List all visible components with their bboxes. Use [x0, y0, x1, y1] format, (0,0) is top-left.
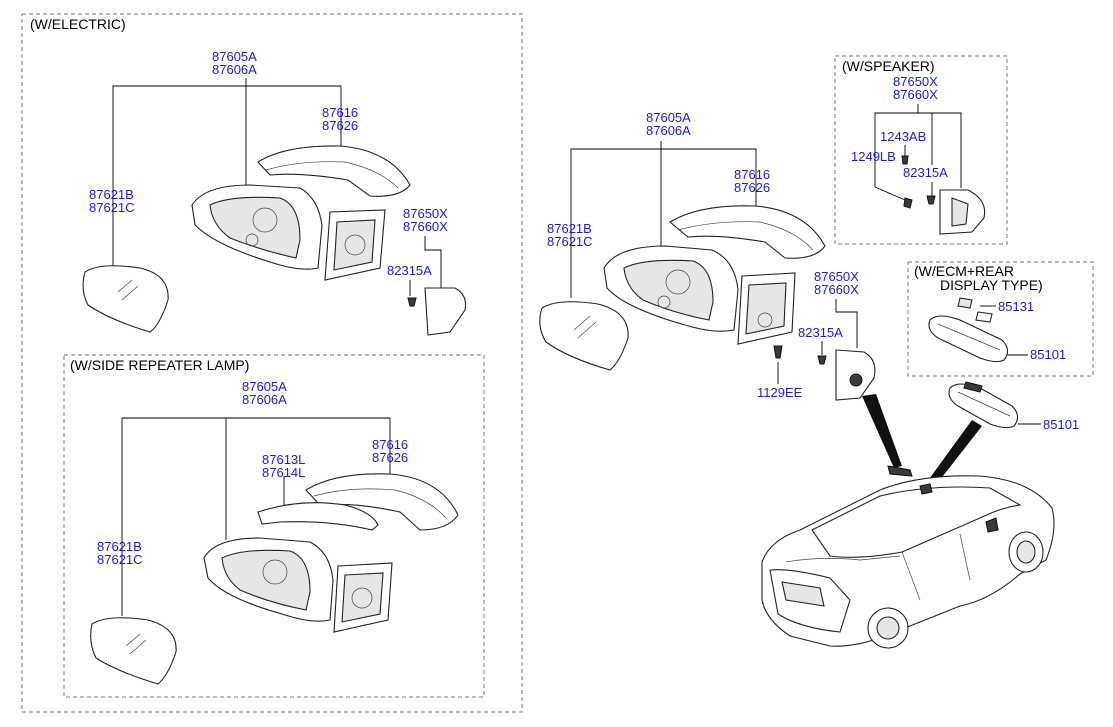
car-illustration	[761, 465, 1055, 649]
speaker-grille	[951, 197, 969, 227]
connector	[957, 297, 973, 309]
leader-line	[835, 299, 858, 348]
mirror-cover	[257, 145, 411, 197]
part-label-87621C[interactable]: 87621C	[89, 200, 135, 215]
screw	[903, 197, 913, 209]
part-label-87660X[interactable]: 87660X	[403, 219, 448, 234]
part-label-87650X[interactable]: 87650X	[814, 269, 859, 284]
electric-section-title: (W/ELECTRIC)	[30, 16, 126, 32]
part-label-82315A[interactable]: 82315A	[798, 325, 843, 340]
electric-section-box	[21, 13, 523, 713]
leader-line	[112, 85, 342, 268]
part-label-87605A[interactable]: 87605A	[646, 110, 691, 125]
speaker-section-title: (W/SPEAKER)	[842, 58, 935, 74]
speaker-section-box	[834, 55, 1008, 245]
connector	[975, 311, 993, 323]
part-label-87621B[interactable]: 87621B	[547, 221, 592, 236]
part-label-87626[interactable]: 87626	[372, 450, 408, 465]
part-label-87660X[interactable]: 87660X	[814, 282, 859, 297]
ecm-section-title-line1: (W/ECM+REAR	[914, 263, 1014, 279]
part-label-87616[interactable]: 87616	[734, 167, 770, 182]
side-repeater-lamp	[257, 502, 379, 531]
part-label-87621B[interactable]: 87621B	[97, 539, 142, 554]
leader-line	[874, 186, 906, 201]
side-repeater-section-box	[63, 354, 485, 698]
part-label-82315A[interactable]: 82315A	[903, 165, 948, 180]
ecm-section-box	[907, 261, 1094, 377]
inside-rear-mirror	[948, 383, 1019, 429]
part-label-87621B[interactable]: 87621B	[89, 187, 134, 202]
part-label-87650X[interactable]: 87650X	[403, 206, 448, 221]
part-label-87621C[interactable]: 87621C	[97, 552, 143, 567]
part-label-87650X[interactable]: 87650X	[893, 74, 938, 89]
mirror-cover	[305, 473, 459, 531]
part-label-85131[interactable]: 85131	[998, 299, 1034, 314]
mirror-actuator	[209, 196, 301, 259]
ecm-section-title-line2: DISPLAY TYPE)	[940, 277, 1043, 293]
part-label-87621C[interactable]: 87621C	[547, 234, 593, 249]
mirror-actuator	[623, 259, 714, 321]
leader-line	[570, 148, 757, 298]
leader-line	[424, 236, 442, 288]
part-label-1243AB[interactable]: 1243AB	[880, 129, 926, 144]
clip	[926, 195, 936, 205]
part-label-87626[interactable]: 87626	[734, 180, 770, 195]
part-label-87616[interactable]: 87616	[322, 105, 358, 120]
mirror-cover	[669, 205, 826, 259]
inside-rear-mirror-ecm	[928, 315, 1009, 363]
speaker-cover	[424, 287, 467, 336]
leader-line	[121, 417, 391, 616]
part-label-87605A[interactable]: 87605A	[242, 379, 287, 394]
part-label-82315A[interactable]: 82315A	[387, 263, 432, 278]
part-label-87606A[interactable]: 87606A	[212, 62, 257, 77]
part-label-1129EE[interactable]: 1129EE	[757, 385, 803, 400]
screw	[901, 155, 909, 165]
part-label-87606A[interactable]: 87606A	[242, 392, 287, 407]
part-label-87660X[interactable]: 87660X	[893, 87, 938, 102]
clip	[407, 297, 417, 307]
mirror-glass	[539, 301, 629, 371]
part-label-87626[interactable]: 87626	[322, 118, 358, 133]
clip	[817, 355, 827, 365]
part-label-87614L[interactable]: 87614L	[262, 465, 305, 480]
mirror-glass	[82, 265, 169, 333]
pointer-arrow	[862, 394, 902, 468]
part-label-85101[interactable]: 85101	[1030, 347, 1066, 362]
side-repeater-section-title: (W/SIDE REPEATER LAMP)	[70, 357, 249, 373]
pointer-arrow	[924, 420, 982, 490]
part-label-87606A[interactable]: 87606A	[646, 123, 691, 138]
part-label-87613L[interactable]: 87613L	[262, 452, 305, 467]
screw	[773, 345, 783, 359]
part-label-87605A[interactable]: 87605A	[212, 49, 257, 64]
part-label-85101[interactable]: 85101	[1043, 417, 1079, 432]
part-label-1249LB[interactable]: 1249LB	[851, 149, 896, 164]
part-label-87616[interactable]: 87616	[372, 437, 408, 452]
